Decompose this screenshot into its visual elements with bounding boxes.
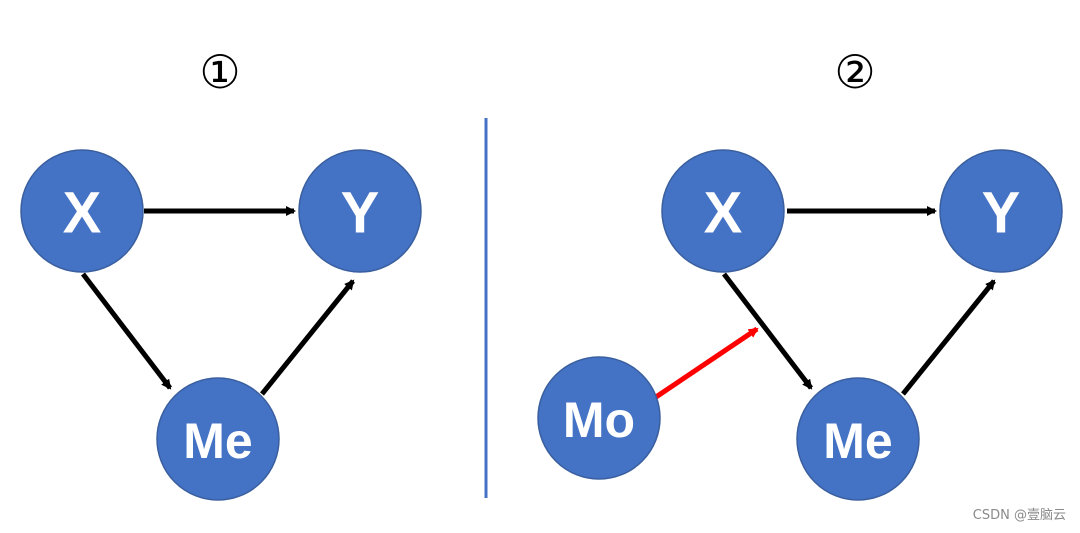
edge-me-to-y xyxy=(260,279,355,396)
node-x: X xyxy=(661,149,785,273)
node-me: Me xyxy=(156,377,280,501)
node-mo: Mo xyxy=(537,356,661,480)
node-label: Me xyxy=(823,413,892,469)
node-label: Mo xyxy=(563,392,635,448)
edge-x-to-me xyxy=(722,272,813,390)
node-y: Y xyxy=(298,149,422,273)
edge-x-to-me xyxy=(81,272,172,390)
edge-mo-to-x-me-path xyxy=(654,326,759,400)
edge-me-to-y xyxy=(901,279,996,396)
node-x: X xyxy=(20,149,144,273)
node-label: X xyxy=(63,181,102,246)
panel-1-title: ① xyxy=(199,45,240,99)
node-label: X xyxy=(704,181,743,246)
panel-2-title: ② xyxy=(834,45,875,99)
watermark: CSDN @壹脑云 xyxy=(972,508,1066,523)
node-label: Y xyxy=(982,181,1021,246)
node-label: Me xyxy=(183,413,252,469)
node-label: Y xyxy=(341,181,380,246)
node-y: Y xyxy=(939,149,1063,273)
node-me: Me xyxy=(796,377,920,501)
